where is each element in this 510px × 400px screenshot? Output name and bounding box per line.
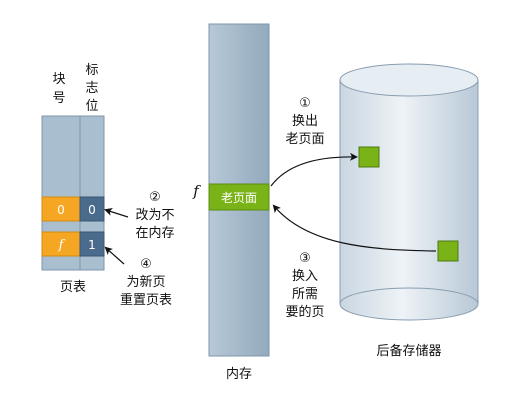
cylinder-bottom-rim: [339, 287, 479, 305]
step4-arrow: [104, 246, 125, 265]
step1-line2: 老页面: [285, 132, 324, 147]
step3-line3: 要的页: [285, 304, 324, 320]
page-table-caption: 页表: [60, 280, 86, 295]
step1-line1: 换出: [292, 114, 318, 129]
step4-line2: 重置页表: [120, 292, 172, 308]
step3-number: ③: [299, 251, 311, 266]
page-table: 块 号 标 志 位 0 0 f 1 页表: [41, 63, 105, 295]
memory: 老页面 f 内存: [192, 23, 270, 382]
row-old-flag-value: 0: [88, 203, 96, 217]
step2-line2: 在内存: [135, 225, 174, 241]
page-table-header-block-line1: 块: [52, 72, 65, 87]
row-old-block-value: 0: [57, 203, 65, 217]
frame-symbol: f: [192, 182, 201, 200]
step3-annotation: ③ 换入 所需 要的页: [272, 204, 437, 320]
page-table-header-flag-line1: 标: [85, 63, 98, 78]
memory-caption: 内存: [226, 366, 252, 382]
step1-number: ①: [299, 96, 311, 111]
step2-annotation: ② 改为不 在内存: [104, 190, 175, 241]
step2-line1: 改为不: [135, 208, 174, 223]
old-page-frame: [208, 183, 270, 211]
step3-line2: 所需: [292, 287, 318, 302]
step4-line1: 为新页: [126, 274, 165, 290]
step3-line1: 换入: [292, 269, 318, 284]
step2-arrow: [104, 208, 129, 218]
step4-number: ④: [140, 257, 152, 272]
page-table-header-flag-line3: 位: [85, 99, 98, 114]
row-new-flag-value: 1: [88, 238, 96, 252]
backing-store: 后备存储器: [339, 63, 479, 359]
row-new-block-cell: [41, 231, 81, 257]
requested-page-block: [437, 240, 459, 262]
step4-annotation: ④ 为新页 重置页表: [104, 246, 172, 308]
row-new-flag-cell: [79, 231, 105, 257]
row-old-block-cell: [41, 196, 81, 222]
row-new-block-value: f: [58, 238, 66, 253]
backing-store-caption: 后备存储器: [376, 343, 441, 359]
step2-number: ②: [149, 190, 161, 205]
swapped-out-page-block: [358, 146, 380, 168]
row-old-flag-cell: [79, 196, 105, 222]
cylinder-body: [339, 80, 479, 321]
swap-out-arrow: [270, 152, 358, 187]
step1-annotation: ① 换出 老页面: [270, 96, 358, 187]
page-table-header-flag-line2: 志: [85, 81, 98, 96]
swap-in-arrow: [272, 204, 437, 252]
old-page-label: 老页面: [221, 191, 257, 205]
page-table-header-block-line2: 号: [52, 91, 65, 106]
cylinder-top: [339, 63, 479, 97]
